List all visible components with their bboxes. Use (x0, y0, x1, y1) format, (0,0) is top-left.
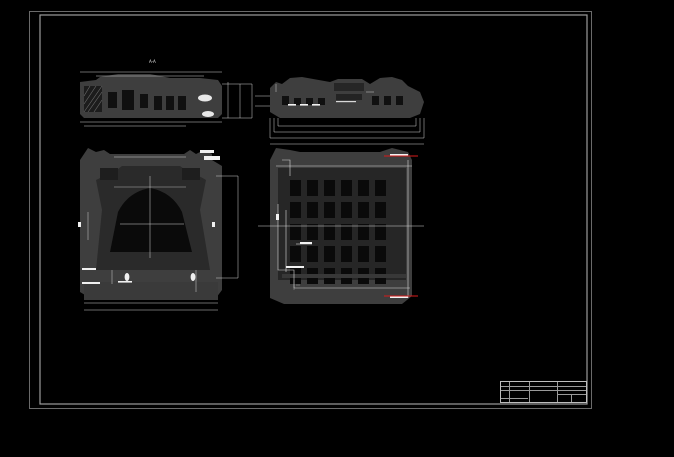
grid-opening (341, 202, 352, 218)
grid-opening (324, 224, 335, 240)
grid-opening (341, 224, 352, 240)
grid-opening (358, 224, 369, 240)
title-block (500, 381, 587, 403)
outer-sheet-border (29, 11, 592, 409)
grid-opening (290, 246, 301, 262)
view-grid-plan (258, 148, 424, 304)
grid-opening (307, 202, 318, 218)
grid-opening (307, 224, 318, 240)
grid-opening (307, 180, 318, 196)
inner-drawing-frame (39, 14, 588, 405)
grid-opening (324, 202, 335, 218)
grid-opening (375, 246, 386, 262)
grid-opening (358, 246, 369, 262)
grid-opening (358, 180, 369, 196)
grid-opening (341, 180, 352, 196)
grid-opening (324, 180, 335, 196)
grid-opening (341, 246, 352, 262)
grid-opening (307, 246, 318, 262)
grid-opening (290, 224, 301, 240)
grid-opening (290, 180, 301, 196)
grid-opening (290, 202, 301, 218)
section-label: A-A (149, 59, 156, 64)
view-section-aa: A-A (80, 59, 276, 127)
grid-opening (375, 224, 386, 240)
view-plan (78, 148, 239, 311)
grid-opening (358, 202, 369, 218)
grid-opening (375, 180, 386, 196)
grid-opening (375, 202, 386, 218)
grid-opening (324, 246, 335, 262)
view-front-elevation (269, 77, 425, 145)
